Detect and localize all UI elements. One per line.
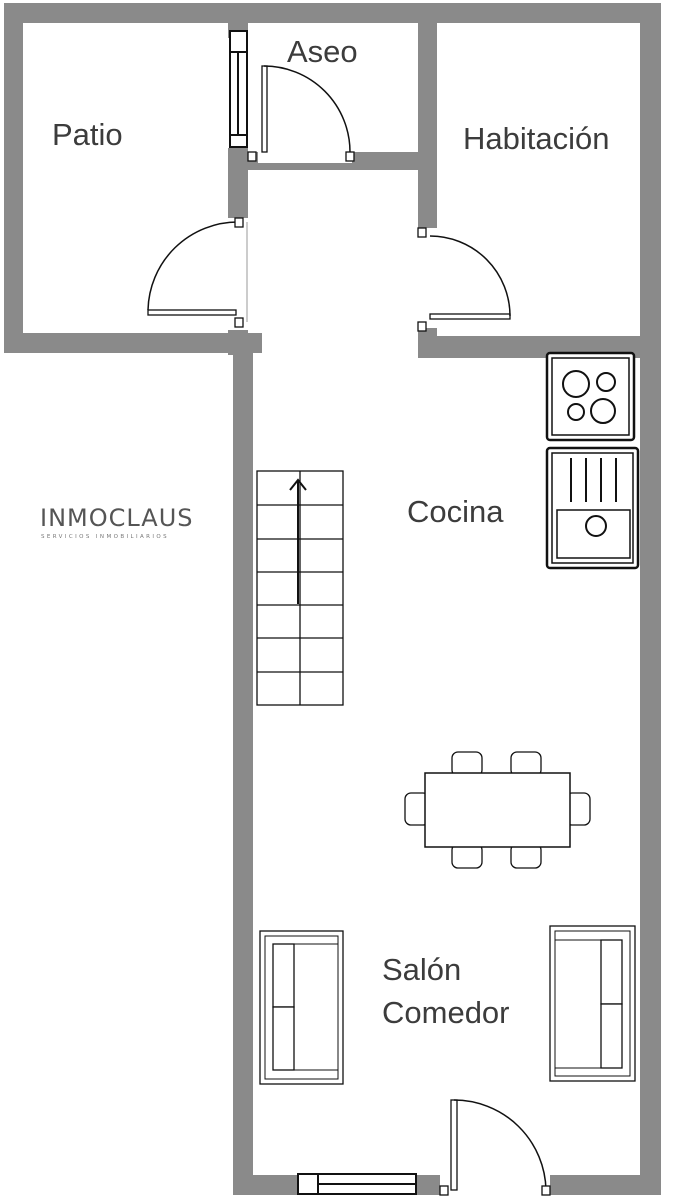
inmoclaus-logo: INMOCLAUS SERVICIOS INMOBILIARIOS	[40, 504, 194, 540]
cooktop	[545, 351, 636, 442]
logo-name: INMOCLAUS	[40, 504, 194, 532]
room-label-comedor: Comedor	[382, 995, 510, 1030]
sofa-left	[259, 930, 344, 1085]
dining-table	[404, 751, 591, 869]
staircase	[256, 470, 344, 706]
logo-tagline: SERVICIOS INMOBILIARIOS	[41, 534, 169, 540]
room-label-patio: Patio	[52, 117, 123, 152]
sofa-right	[549, 925, 636, 1082]
door-patio[interactable]	[147, 217, 248, 328]
arrow-up-icon	[289, 478, 307, 604]
door-entrance[interactable]	[439, 1099, 551, 1196]
door-habitacion[interactable]	[417, 227, 511, 332]
sink	[545, 446, 640, 570]
room-label-salon: Salón	[382, 952, 461, 987]
door-aseo[interactable]	[247, 65, 355, 162]
window-salon	[297, 1173, 417, 1195]
room-label-habitacion: Habitación	[463, 121, 609, 156]
room-label-cocina: Cocina	[407, 494, 504, 529]
window-aseo	[229, 30, 248, 148]
room-label-aseo: Aseo	[287, 34, 358, 69]
